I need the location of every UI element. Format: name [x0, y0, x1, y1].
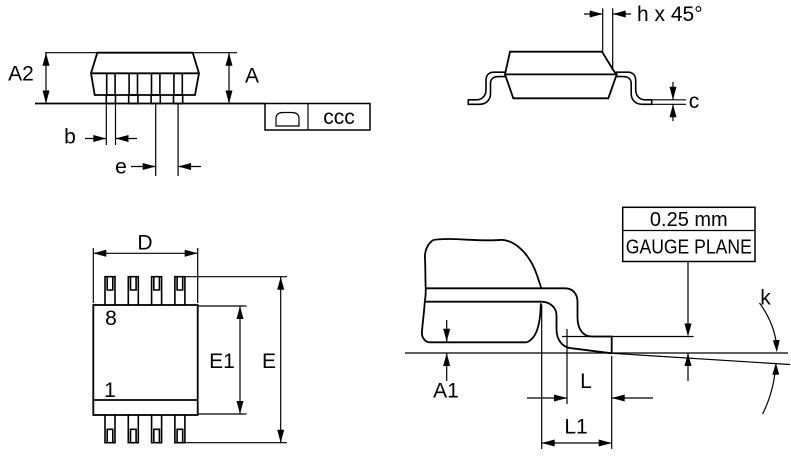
dim-label-b: b	[64, 126, 76, 149]
dim-label-l: L	[580, 370, 592, 393]
lead-detail-view: 0.25 mm GAUGE PLANE A1 L	[405, 206, 791, 449]
dimension-e: e	[115, 103, 201, 179]
side-view-left-lead	[467, 71, 506, 106]
dim-label-l1: L1	[564, 416, 587, 439]
dimension-e-overall: E	[185, 276, 287, 444]
dim-label-a2b: A	[245, 65, 259, 88]
top-view: 8 1 D E1 E	[92, 232, 287, 444]
dim-label-a1: A1	[433, 380, 459, 403]
tolerance-label-ccc: ccc	[323, 106, 355, 129]
lead-detail-body	[421, 238, 565, 344]
lead-detail-lead	[541, 287, 613, 355]
dim-label-e-overall: E	[262, 350, 276, 373]
top-view-pins-top	[104, 275, 186, 305]
seating-plane-symbol-icon	[275, 111, 300, 127]
gauge-offset-label: 0.25 mm	[650, 209, 728, 231]
dimension-k: k	[759, 287, 780, 415]
front-view: A2 A b e	[8, 51, 371, 179]
pin1-label: 1	[104, 379, 116, 402]
dim-label-e1: E1	[209, 350, 235, 373]
side-view: h x 45° c	[467, 3, 703, 121]
top-view-pins-bottom	[104, 415, 186, 444]
ccc-tolerance-frame: ccc	[264, 102, 371, 131]
gauge-plane-label: GAUGE PLANE	[626, 237, 752, 259]
dim-label-d: D	[137, 232, 152, 255]
dimension-chamfer: h x 45°	[584, 3, 703, 71]
dim-label-e: e	[115, 156, 127, 179]
dimension-b: b	[64, 103, 137, 149]
dim-label-c: c	[689, 90, 700, 113]
dimension-l: L	[527, 329, 653, 404]
side-view-body	[504, 50, 618, 100]
front-view-body	[45, 51, 237, 96]
dimension-d: D	[92, 232, 199, 303]
front-view-pins	[105, 72, 184, 105]
dim-label-chamfer: h x 45°	[637, 3, 703, 26]
top-view-body	[92, 304, 199, 416]
dimension-c: c	[651, 82, 700, 121]
side-view-right-lead	[615, 71, 653, 106]
dim-label-k: k	[760, 287, 771, 310]
dimension-a2: A2	[8, 52, 50, 104]
dimension-a: A	[225, 52, 259, 104]
gauge-plane-callout: 0.25 mm GAUGE PLANE	[621, 206, 756, 381]
pin8-label: 8	[105, 307, 117, 330]
dimension-e1: E1	[197, 305, 247, 415]
dimension-a1: A1	[433, 320, 459, 403]
lead-underside-line	[611, 352, 791, 366]
dim-label-a2: A2	[8, 63, 34, 86]
dimension-l1: L1	[541, 304, 613, 449]
